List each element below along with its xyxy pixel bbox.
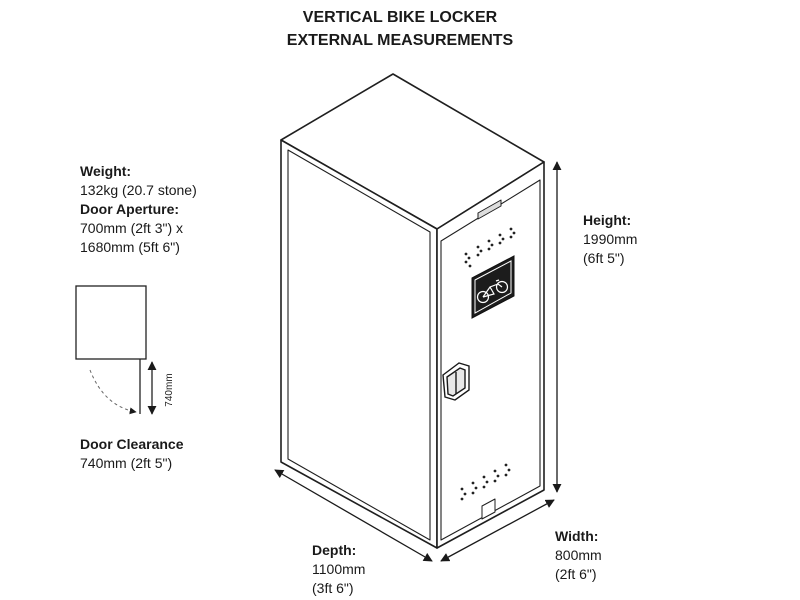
door-aperture-value-1: 700mm (2ft 3") x bbox=[80, 220, 183, 236]
door-swing-arc bbox=[89, 369, 137, 415]
width-block: Width: 800mm (2ft 6") bbox=[555, 527, 602, 584]
clearance-locker-box bbox=[75, 285, 147, 360]
width-label: Width: bbox=[555, 528, 599, 544]
depth-ft: (3ft 6") bbox=[312, 580, 354, 596]
door-handle-icon bbox=[442, 362, 470, 401]
door-clearance-label: Door Clearance bbox=[80, 436, 184, 452]
height-mm: 1990mm bbox=[583, 231, 638, 247]
locker-front bbox=[436, 161, 545, 549]
vent-holes-top bbox=[464, 227, 516, 268]
locker-body bbox=[280, 73, 545, 549]
clearance-dimension-text: 740mm bbox=[164, 373, 175, 406]
door-aperture-value-2: 1680mm (5ft 6") bbox=[80, 239, 180, 255]
top-slot bbox=[477, 199, 502, 220]
spec-block-left: Weight: 132kg (20.7 stone) Door Aperture… bbox=[80, 162, 197, 257]
vent-holes-bottom bbox=[460, 463, 511, 501]
diagram-title-line1: VERTICAL BIKE LOCKER bbox=[302, 9, 498, 26]
height-ft: (6ft 5") bbox=[583, 250, 625, 266]
depth-mm: 1100mm bbox=[312, 561, 366, 577]
door-clearance-value: 740mm (2ft 5") bbox=[80, 455, 173, 471]
locker-door bbox=[440, 179, 541, 541]
weight-value: 132kg (20.7 stone) bbox=[80, 182, 197, 198]
bicycle-icon bbox=[471, 255, 515, 319]
height-label: Height: bbox=[583, 212, 632, 228]
door-clearance-block: Door Clearance 740mm (2ft 5") bbox=[80, 435, 183, 473]
diagram-title-line2: EXTERNAL MEASUREMENTS bbox=[286, 32, 514, 49]
width-ft: (2ft 6") bbox=[555, 566, 597, 582]
width-dimension-arrow bbox=[440, 499, 555, 562]
width-mm: 800mm bbox=[555, 547, 602, 563]
depth-dimension-arrow bbox=[274, 469, 433, 562]
height-block: Height: 1990mm (6ft 5") bbox=[583, 211, 637, 268]
door-aperture-label: Door Aperture: bbox=[80, 201, 180, 217]
weight-label: Weight: bbox=[80, 163, 132, 179]
door-clearance-diagram: 740mm bbox=[75, 285, 175, 415]
